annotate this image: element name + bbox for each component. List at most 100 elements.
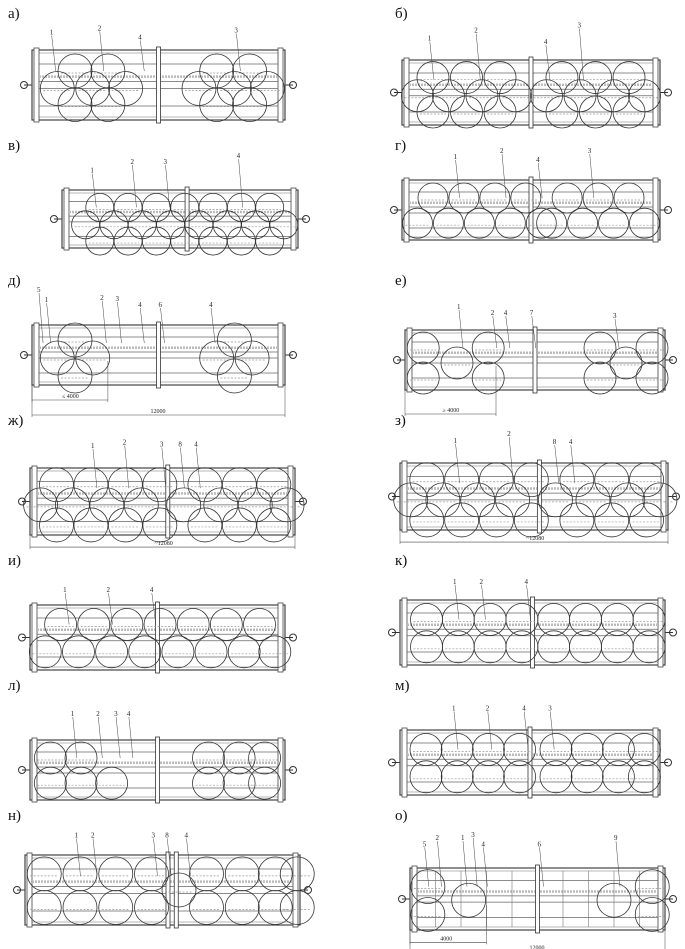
panel-letter: г) xyxy=(395,138,406,154)
leader-line xyxy=(458,309,464,349)
pipe-section xyxy=(127,210,157,240)
pipe-section xyxy=(539,733,573,766)
callout-number: 2 xyxy=(107,586,111,594)
callout-number: 4 xyxy=(194,441,198,449)
panel-letter: а) xyxy=(8,6,20,22)
leader-line xyxy=(128,716,134,759)
pipe-section xyxy=(75,71,111,106)
end-post xyxy=(63,187,70,251)
pipe-section xyxy=(471,361,505,395)
pipe-section xyxy=(567,207,598,239)
pipe-section xyxy=(62,890,98,925)
pipe-section xyxy=(258,635,292,669)
callout-number: 4 xyxy=(522,705,526,713)
stanchion xyxy=(536,459,542,534)
pipe-section xyxy=(134,890,169,925)
pipe-section xyxy=(416,95,450,129)
pipe-section xyxy=(166,487,202,523)
leader-line xyxy=(523,711,529,750)
pipe-section xyxy=(545,95,579,129)
pipe-section xyxy=(255,192,285,222)
leader-line xyxy=(92,838,98,877)
pipe-section xyxy=(579,95,612,129)
pipe-section xyxy=(187,507,223,543)
callout-number: 3 xyxy=(115,295,119,303)
pipe-section xyxy=(71,210,100,240)
pipe-section xyxy=(460,482,496,518)
pipe-section xyxy=(417,182,449,214)
pipe-section xyxy=(583,361,617,395)
leader-line xyxy=(92,173,97,208)
pipe-section xyxy=(221,507,257,543)
callout-number: 2 xyxy=(98,24,102,32)
callout-number: 3 xyxy=(234,27,238,35)
callout-number: 2 xyxy=(500,147,504,155)
pipe-section xyxy=(192,766,225,800)
pipe-section xyxy=(444,462,480,498)
pipe-section xyxy=(425,482,461,518)
pipe-section xyxy=(248,741,282,775)
leader-line xyxy=(186,838,191,877)
leader-line xyxy=(46,303,51,344)
pipe-section xyxy=(440,733,474,766)
callout-number: 4 xyxy=(127,710,131,718)
callout-number: 8 xyxy=(165,832,169,840)
pipe-section xyxy=(629,207,660,239)
pipe-section xyxy=(602,760,635,794)
dimension-label: ~12080 xyxy=(155,541,173,547)
pipe-section xyxy=(450,95,483,129)
leader-line xyxy=(549,711,555,750)
callout-number: 4 xyxy=(150,586,154,594)
callout-number: 4 xyxy=(504,309,508,317)
leader-line xyxy=(472,837,478,887)
pipe-section xyxy=(23,487,58,523)
pipe-section xyxy=(57,322,93,358)
pipe-section xyxy=(224,890,260,925)
end-post xyxy=(401,460,408,533)
pipe-section xyxy=(161,635,195,669)
pipe-section xyxy=(495,482,530,518)
end-post xyxy=(287,465,294,538)
pipe-section xyxy=(536,207,568,239)
pipe-section xyxy=(216,358,252,394)
pipe-section xyxy=(602,733,635,766)
callout-number: 4 xyxy=(481,840,485,848)
callout-number: 1 xyxy=(461,834,465,842)
callout-number: 2 xyxy=(130,158,134,166)
pipe-section xyxy=(142,467,178,503)
pipe-section xyxy=(62,856,98,892)
dimension-label: 12000 xyxy=(151,409,166,415)
pipe-section xyxy=(99,210,129,240)
pipe-section xyxy=(26,856,62,892)
pipe-section xyxy=(44,608,77,641)
pipe-section xyxy=(642,482,678,518)
leader-line xyxy=(99,31,105,72)
pipe-section xyxy=(406,331,440,365)
pipe-section xyxy=(551,182,583,214)
callout-number: 3 xyxy=(152,832,156,840)
leader-line xyxy=(180,447,185,489)
pipe-section xyxy=(222,741,256,775)
callout-number: 2 xyxy=(100,294,104,302)
leader-line xyxy=(124,445,129,489)
pipe-section xyxy=(632,630,666,664)
pipe-section xyxy=(108,71,144,106)
pipe-section xyxy=(538,482,573,518)
pipe-section xyxy=(257,890,293,925)
end-post xyxy=(652,727,659,798)
pipe-section xyxy=(57,53,93,89)
panel-letter: о) xyxy=(395,808,408,824)
end-post xyxy=(657,865,664,933)
callout-number: 3 xyxy=(548,705,552,713)
pipe-section xyxy=(28,635,62,669)
end-post xyxy=(31,602,38,673)
end-post xyxy=(406,327,413,393)
end-post xyxy=(403,177,410,243)
pipe-section xyxy=(73,467,109,503)
leader-line xyxy=(108,592,113,625)
pipe-section xyxy=(98,890,134,925)
pipe-section xyxy=(596,882,632,918)
pipe-section xyxy=(256,507,292,543)
